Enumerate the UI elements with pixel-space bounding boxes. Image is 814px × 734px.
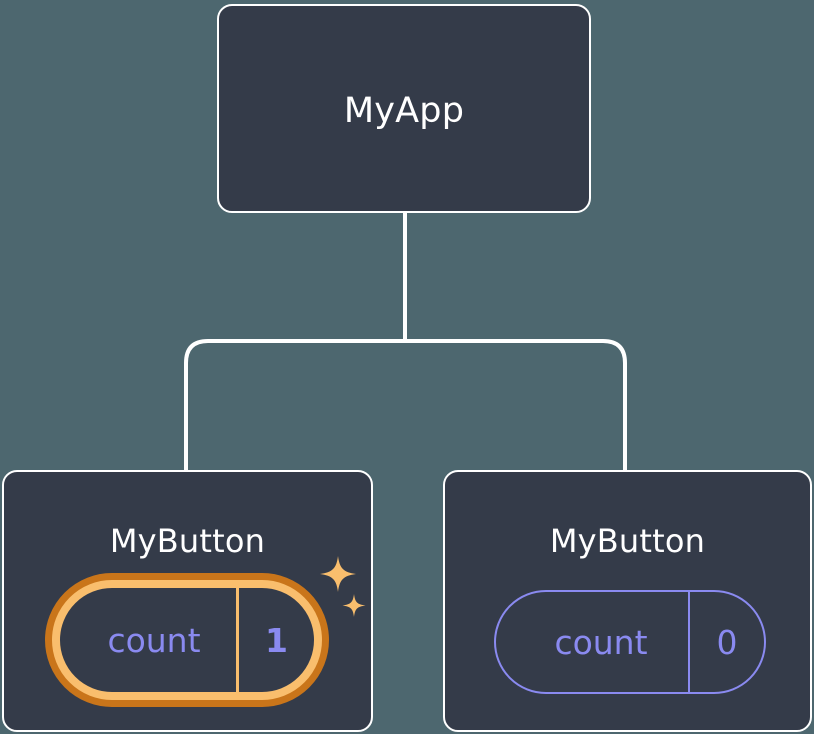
node-mybutton-right-label: MyButton [549,522,706,560]
state-pill-right-key: count [496,592,690,692]
node-myapp[interactable]: MyApp [217,4,591,213]
edge-root-to-right-child [405,339,627,472]
node-mybutton-left-label: MyButton [109,522,266,560]
state-pill-right-value: 0 [716,622,738,662]
state-pill-left-key: count [60,588,239,692]
node-myapp-label: MyApp [343,91,465,131]
state-pill-right[interactable]: count 0 [494,590,766,694]
state-pill-left-body: count 1 [52,580,322,700]
state-pill-left-highlight-ring [45,573,329,707]
state-pill-left-value: 1 [265,620,288,660]
state-pill-left[interactable]: count 1 [45,573,329,707]
node-mybutton-left[interactable]: MyButton count 1 [2,470,373,732]
node-mybutton-right[interactable]: MyButton count 0 [443,470,812,732]
edge-root-to-left-child [184,339,405,472]
